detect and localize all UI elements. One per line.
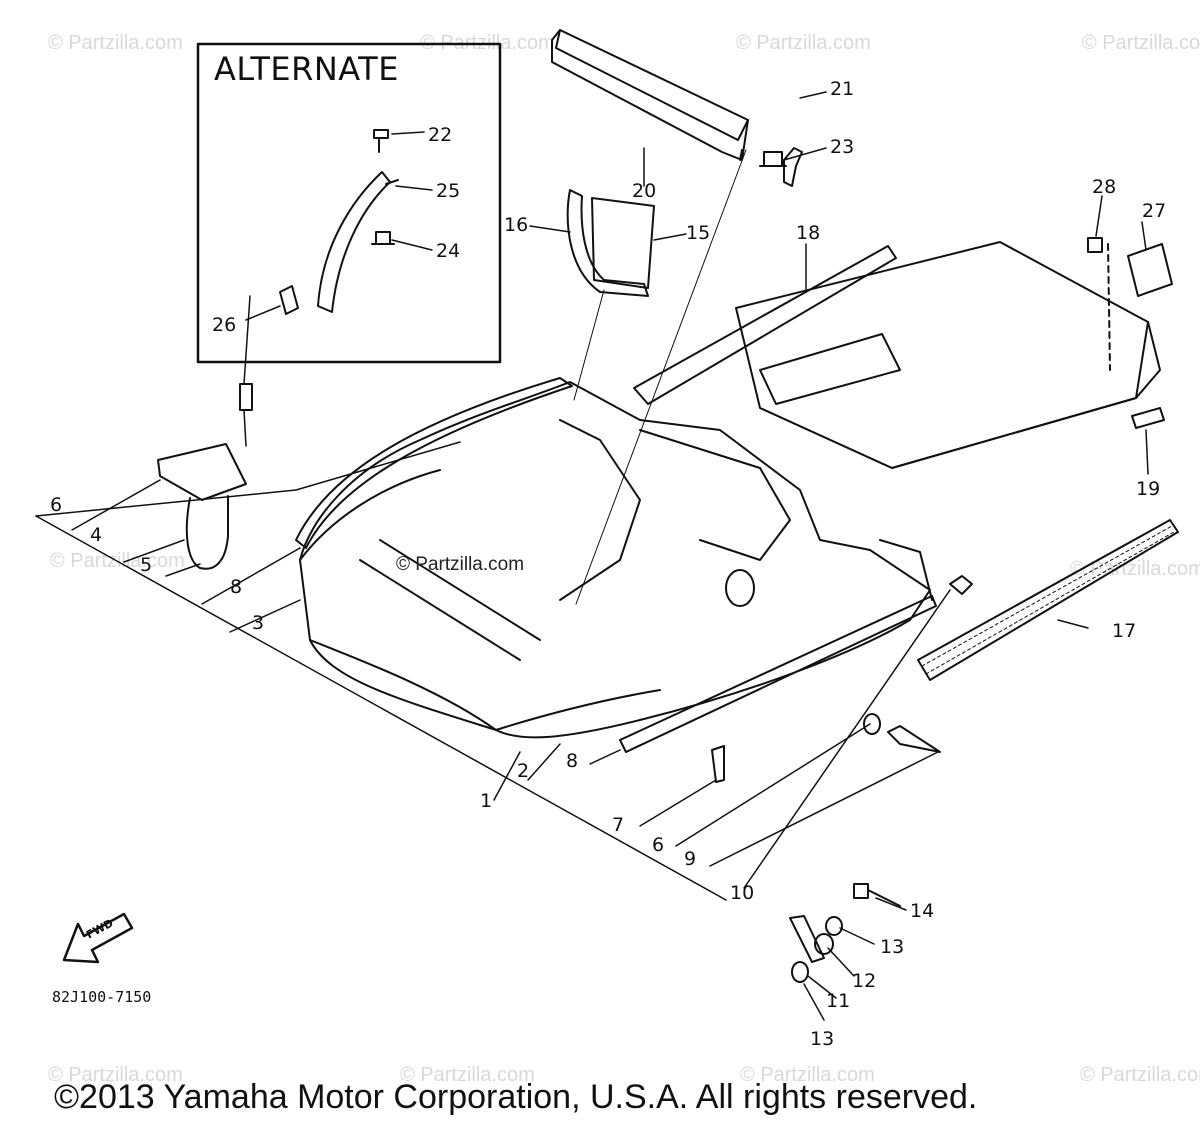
part-code: 82J100-7150 [52,988,152,1006]
callout-8: 8 [230,576,243,598]
nut-23 [759,151,787,167]
callout-2: 2 [517,760,530,782]
callout-7: 7 [612,814,625,836]
watermark: © Partzilla.com [740,1064,875,1086]
callout-3: 3 [252,612,265,634]
plate-11 [789,915,825,963]
ubolt-5 [185,495,229,570]
bolt-6-top [239,383,253,411]
watermark: © Partzilla.com [736,32,871,54]
callout-25: 25 [436,180,461,202]
callout-8: 8 [566,750,579,772]
callout-9: 9 [684,848,697,870]
callout-28: 28 [1092,176,1117,198]
nut-28 [1087,237,1103,253]
callout-17: 17 [1112,620,1137,642]
callout-13: 13 [880,936,905,958]
bolt-10 [887,725,941,753]
alternate-parts [279,129,399,315]
main-chassis [295,149,937,753]
handle-16 [566,189,649,297]
callout-10: 10 [730,882,755,904]
callout-15: 15 [686,222,711,244]
callout-6: 6 [652,834,665,856]
panel-20 [551,29,749,161]
plate-15 [591,197,655,289]
callout-1: 1 [480,790,493,812]
rivet-7 [711,745,725,783]
callout-6: 6 [50,494,63,516]
callout-21: 21 [830,78,855,100]
callout-14: 14 [910,900,935,922]
fwd-arrow-icon [62,912,134,964]
callout-13: 13 [810,1028,835,1050]
callout-19: 19 [1136,478,1161,500]
callout-23: 23 [830,136,855,158]
bolt-21 [783,147,803,187]
leader-lines [35,91,1149,1021]
callout-4: 4 [90,524,103,546]
washer-13-top [825,916,843,936]
watermark: © Partzilla.com [48,32,183,54]
spacer-12 [814,933,834,955]
callout-16: 16 [504,214,529,236]
callout-5: 5 [140,554,153,576]
watermark: © Partzilla.com [48,1064,183,1086]
strip-18 [633,245,897,405]
rear-body [735,241,1161,469]
badge-27 [1127,243,1173,297]
clip-17-mount [949,575,973,595]
callout-20: 20 [632,180,657,202]
callout-12: 12 [852,970,877,992]
watermark: © Partzilla.com [400,1064,535,1086]
watermark: © Partzilla.com [1070,558,1200,580]
copyright-notice: ©2013 Yamaha Motor Corporation, U.S.A. A… [54,1078,978,1116]
callout-24: 24 [436,240,461,262]
watermark: © Partzilla.com [1082,32,1200,54]
washer-13-bottom [791,961,809,983]
watermark: © Partzilla.com [1080,1064,1200,1086]
washer-9 [863,713,881,735]
bracket-4 [157,443,247,501]
callout-18: 18 [796,222,821,244]
center-watermark: © Partzilla.com [396,554,525,575]
bolt-14 [853,883,901,907]
tag-19 [1131,407,1165,429]
callout-26: 26 [212,314,237,336]
callout-22: 22 [428,124,453,146]
strip-17 [917,519,1179,681]
inset-title: ALTERNATE [214,50,399,88]
alternate-inset-box [196,42,502,364]
callout-11: 11 [826,990,851,1012]
callout-27: 27 [1142,200,1167,222]
